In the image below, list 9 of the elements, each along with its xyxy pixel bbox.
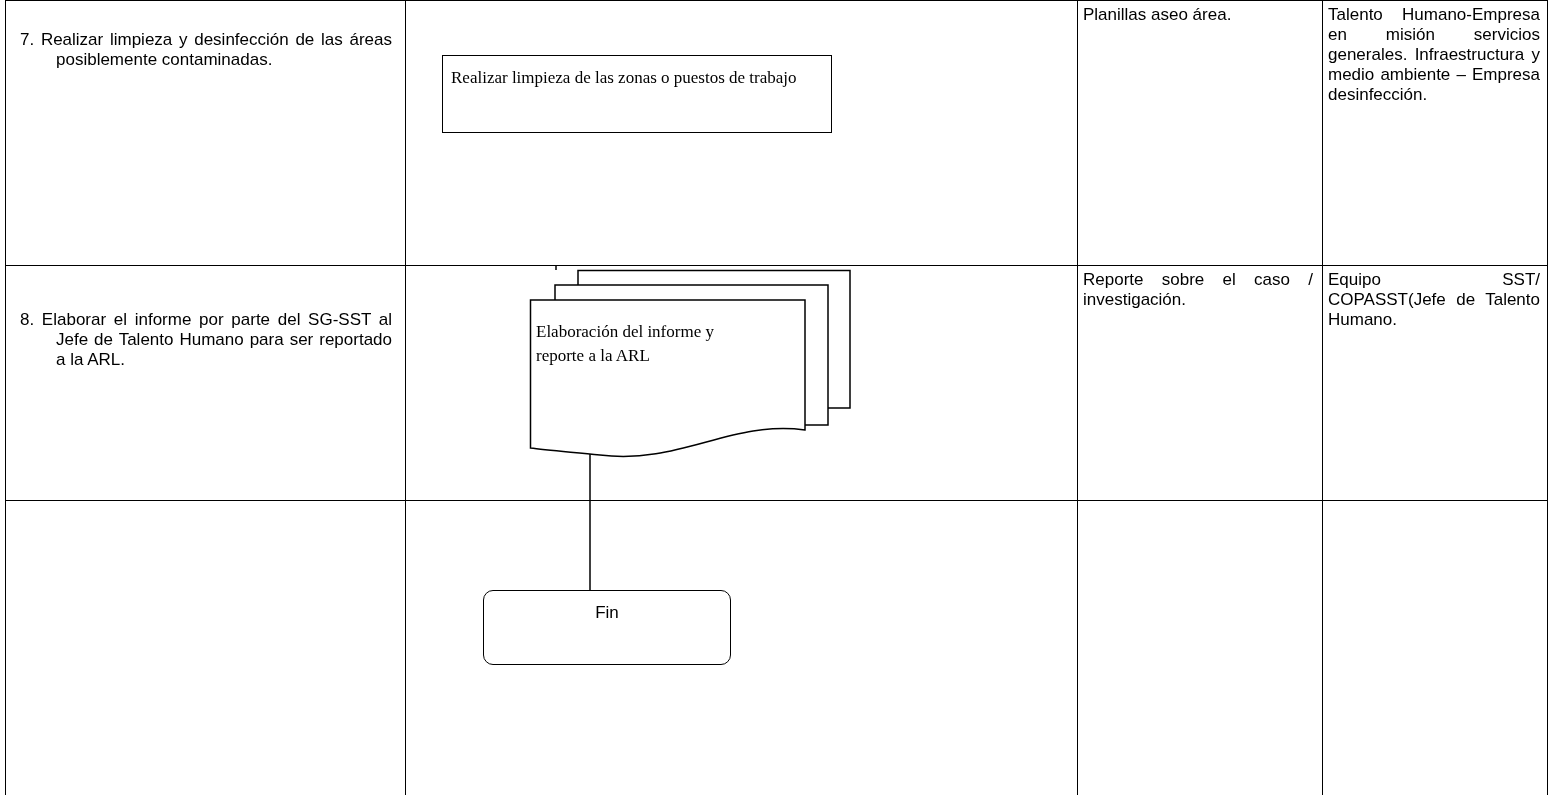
terminal-box: Fin bbox=[483, 590, 731, 665]
table-cell-text: Planillas aseo área. bbox=[1083, 5, 1233, 25]
table-cell-text: Equipo SST/ COPASST(Jefe de Talento Humano. bbox=[1328, 270, 1540, 330]
table-cell-text: 8. Elaborar el informe por parte del SG-SST al Jefe de Talento Humano para ser reportado a la ARL. bbox=[20, 310, 392, 370]
table-cell-text: Reporte sobre el caso / investigación. bbox=[1083, 270, 1313, 310]
table-cell-text: Talento Humano-Empresa en misión servicios generales. Infraestructura y medio ambiente – Empresa desinfección. bbox=[1328, 5, 1540, 105]
table-cell-text: 7. Realizar limpieza y desinfección de las áreas posiblemente contaminadas. bbox=[20, 30, 392, 70]
connector-line bbox=[555, 264, 557, 271]
process-box: Realizar limpieza de las zonas o puestos de trabajo bbox=[442, 55, 832, 133]
